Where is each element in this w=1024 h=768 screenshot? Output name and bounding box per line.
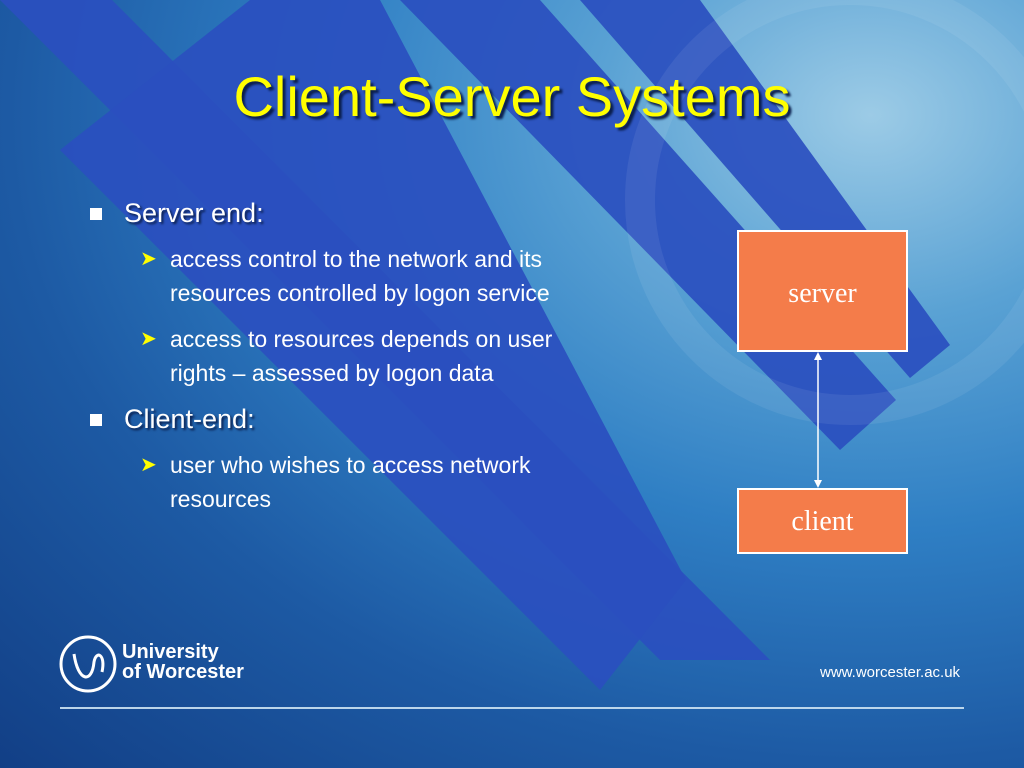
stripe-2 (60, 0, 686, 690)
square-bullet-icon (90, 414, 102, 426)
arrowhead-bullet-icon: ➤ (140, 248, 157, 270)
subbullet-user: ➤ user who wishes to access network reso… (88, 448, 600, 516)
bullet-label: Server end: (124, 198, 264, 228)
slide-title: Client-Server Systems (233, 65, 791, 128)
double-arrow-icon (814, 352, 822, 488)
logo-line2: of Worcester (122, 661, 244, 683)
bullet-client-end: Client-end: (88, 402, 628, 436)
arrowhead-bullet-icon: ➤ (140, 454, 157, 476)
square-bullet-icon (90, 208, 102, 220)
subbullet-text: access control to the network and its re… (170, 246, 550, 306)
subbullet-user-rights: ➤ access to resources depends on user ri… (88, 322, 600, 390)
university-crest-icon (59, 635, 117, 693)
footer-divider (60, 707, 964, 709)
server-label: server (788, 278, 857, 309)
subbullet-access-control: ➤ access control to the network and its … (88, 242, 600, 310)
client-label: client (791, 506, 854, 537)
arrowhead-bullet-icon: ➤ (140, 328, 157, 350)
subbullet-text: access to resources depends on user righ… (170, 326, 553, 386)
subbullet-text: user who wishes to access network resour… (170, 452, 531, 512)
bullet-server-end: Server end: (88, 196, 628, 230)
client-box: client (737, 488, 908, 554)
bullet-label: Client-end: (124, 404, 255, 434)
watermark-ring (625, 0, 1024, 425)
footer-url: www.worcester.ac.uk (820, 664, 961, 681)
server-box: server (737, 230, 908, 352)
logo-text: University of Worcester (122, 642, 244, 682)
logo-line1: University (122, 641, 219, 663)
bullet-list: Server end: ➤ access control to the netw… (88, 196, 628, 528)
